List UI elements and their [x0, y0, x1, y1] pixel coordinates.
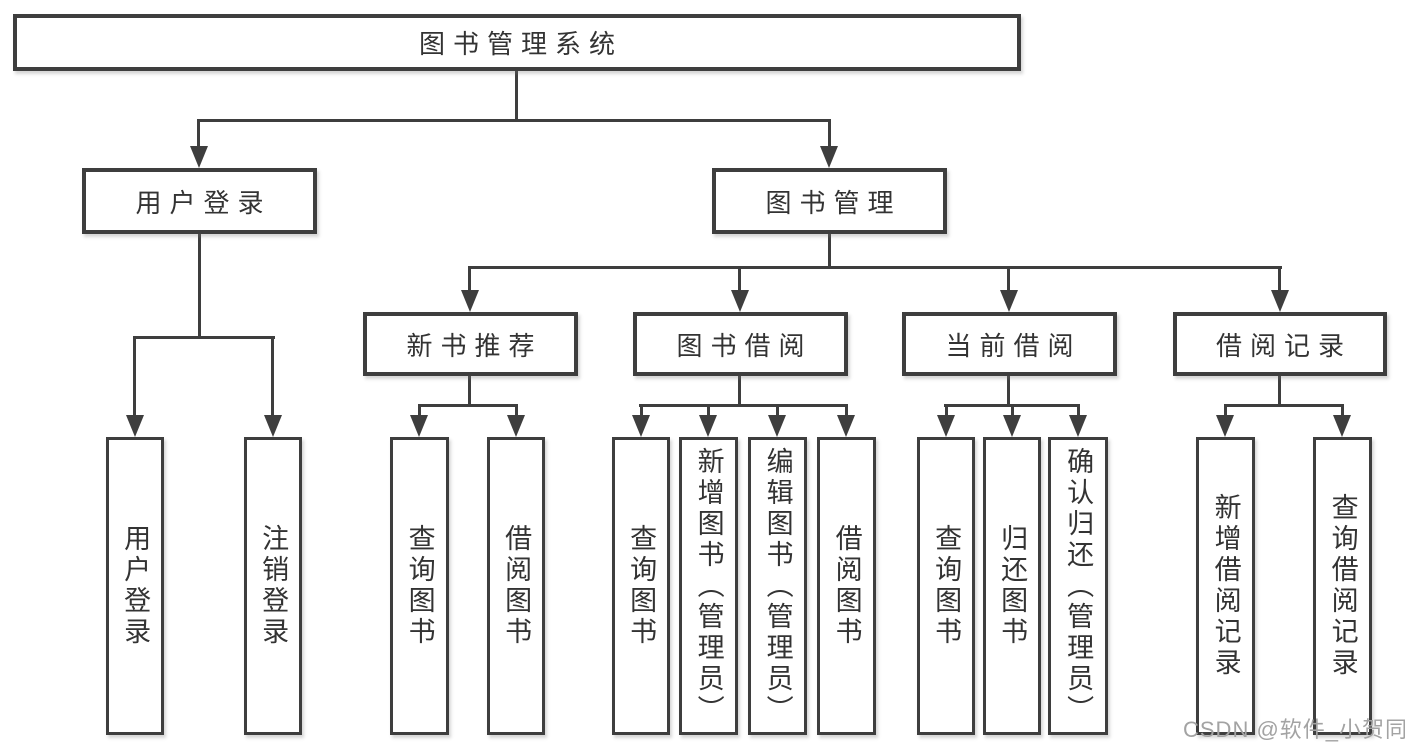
node-borrowing-records: 借阅记录	[1173, 312, 1387, 376]
connector-line	[133, 336, 275, 339]
node-current-borrowing: 当前借阅	[902, 312, 1117, 376]
arrowhead-icon	[1216, 415, 1234, 437]
arrowhead-icon	[410, 415, 428, 437]
leaf-query-books-borrowing: 查询图书	[612, 437, 670, 735]
leaf-confirm-return-admin: 确认归还（管理员）	[1048, 437, 1108, 735]
leaf-label: 查询图书	[626, 524, 657, 648]
arrowhead-icon	[190, 146, 208, 168]
node-label: 图书管理	[765, 187, 902, 218]
node-label: 借阅记录	[1215, 330, 1352, 361]
connector-line	[515, 70, 518, 121]
connector-line	[468, 374, 471, 406]
leaf-label: 新增图书（管理员）	[693, 446, 724, 726]
connector-line	[468, 266, 471, 292]
leaf-add-borrow-record: 新增借阅记录	[1196, 437, 1255, 735]
arrowhead-icon	[937, 415, 955, 437]
arrowhead-icon	[731, 290, 749, 312]
leaf-label: 编辑图书（管理员）	[762, 446, 793, 726]
node-library-system: 图书管理系统	[13, 14, 1021, 71]
connector-line	[738, 374, 741, 406]
connector-line	[418, 404, 518, 407]
node-label: 用户登录	[135, 187, 272, 218]
connector-line	[639, 404, 848, 407]
connector-line	[1224, 404, 1227, 417]
leaf-borrow-books-recommend: 借阅图书	[487, 437, 545, 735]
leaf-borrow-books-borrowing: 借阅图书	[817, 437, 876, 735]
node-label: 新书推荐	[406, 330, 543, 361]
node-new-book-recommendation: 新书推荐	[363, 312, 578, 376]
connector-line	[1278, 374, 1281, 406]
connector-line	[945, 404, 948, 417]
watermark: CSDN @软件_小贺同学	[1183, 717, 1405, 742]
node-label: 图书借阅	[676, 330, 813, 361]
connector-line	[198, 232, 201, 338]
leaf-edit-books-admin: 编辑图书（管理员）	[748, 437, 807, 735]
leaf-query-books-current: 查询图书	[917, 437, 975, 735]
leaf-label: 查询图书	[404, 524, 435, 648]
connector-line	[1341, 404, 1344, 417]
connector-line	[828, 119, 831, 148]
node-book-borrowing: 图书借阅	[633, 312, 848, 376]
connector-line	[1224, 404, 1344, 407]
arrowhead-icon	[1000, 290, 1018, 312]
connector-line	[1007, 266, 1010, 292]
connector-line	[197, 119, 200, 148]
connector-line	[271, 336, 274, 417]
connector-line	[418, 404, 421, 417]
arrowhead-icon	[1003, 415, 1021, 437]
arrowhead-icon	[264, 415, 282, 437]
arrowhead-icon	[1333, 415, 1351, 437]
connector-line	[640, 404, 643, 417]
leaf-label: 注销登录	[258, 524, 289, 648]
connector-line	[845, 404, 848, 417]
leaf-label: 新增借阅记录	[1210, 493, 1241, 679]
leaf-label: 借阅图书	[501, 524, 532, 648]
arrowhead-icon	[768, 415, 786, 437]
leaf-return-books: 归还图书	[983, 437, 1041, 735]
leaf-label: 查询借阅记录	[1327, 493, 1358, 679]
node-book-management: 图书管理	[712, 168, 947, 234]
connector-line	[133, 336, 136, 417]
leaf-query-borrow-record: 查询借阅记录	[1313, 437, 1372, 735]
leaf-label: 用户登录	[120, 524, 151, 648]
leaf-label: 借阅图书	[831, 524, 862, 648]
connector-line	[776, 404, 779, 417]
leaf-label: 确认归还（管理员）	[1063, 446, 1094, 726]
arrowhead-icon	[820, 146, 838, 168]
connector-line	[828, 232, 831, 268]
arrowhead-icon	[837, 415, 855, 437]
leaf-label: 归还图书	[997, 524, 1028, 648]
arrowhead-icon	[1069, 415, 1087, 437]
connector-line	[1077, 404, 1080, 417]
connector-line	[1007, 374, 1010, 406]
arrowhead-icon	[461, 290, 479, 312]
arrowhead-icon	[632, 415, 650, 437]
arrowhead-icon	[126, 415, 144, 437]
node-user-login: 用户登录	[82, 168, 317, 234]
arrowhead-icon	[507, 415, 525, 437]
connector-line	[707, 404, 710, 417]
arrowhead-icon	[1271, 290, 1289, 312]
leaf-logout: 注销登录	[244, 437, 302, 735]
connector-line	[197, 119, 831, 122]
leaf-user-login: 用户登录	[106, 437, 164, 735]
node-label: 当前借阅	[945, 330, 1082, 361]
node-label: 图书管理系统	[418, 29, 623, 59]
leaf-label: 查询图书	[931, 524, 962, 648]
connector-line	[515, 404, 518, 417]
leaf-query-books-recommend: 查询图书	[390, 437, 449, 735]
arrowhead-icon	[699, 415, 717, 437]
connector-line	[1011, 404, 1014, 417]
leaf-add-books-admin: 新增图书（管理员）	[679, 437, 738, 735]
connector-line	[1278, 266, 1281, 292]
connector-line	[738, 266, 741, 292]
connector-line	[468, 266, 1282, 269]
